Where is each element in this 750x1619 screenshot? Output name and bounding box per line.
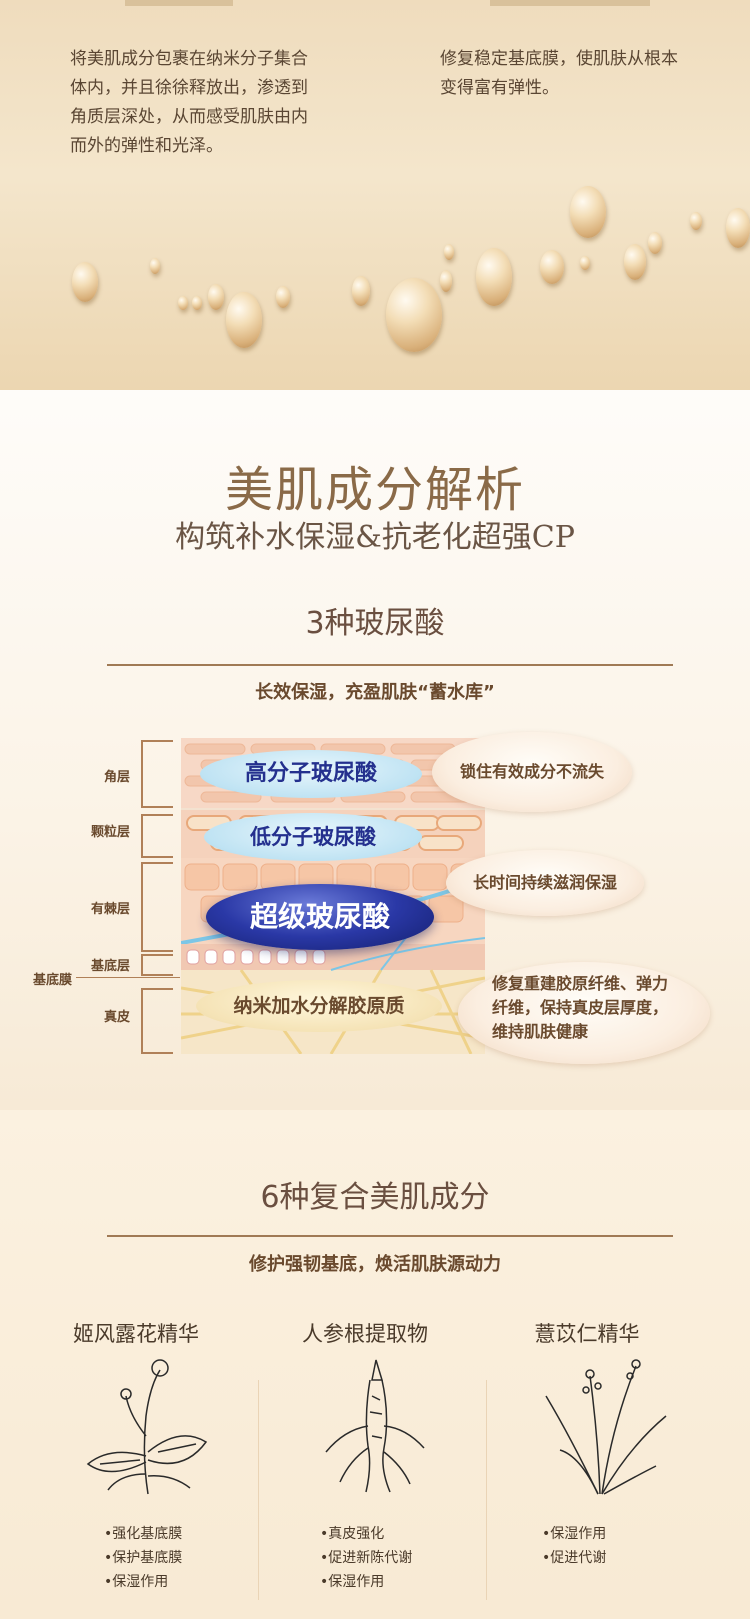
ha-tagline: 长效保湿，充盈肌肤“蓄水库” <box>255 682 495 703</box>
super-ha-pill: 超级玻尿酸 <box>206 884 434 950</box>
low-molecular-ha-pill: 低分子玻尿酸 <box>204 813 422 861</box>
water-drop-icon <box>690 212 702 230</box>
high-molecular-ha-pill: 高分子玻尿酸 <box>200 750 422 798</box>
ha-heading: 3种玻尿酸 <box>305 606 445 641</box>
benefit-item: •保护基底膜 <box>104 1550 183 1566</box>
ingredient-name: 人参根提取物 <box>302 1322 428 1346</box>
water-drop-icon <box>580 256 590 270</box>
intro-right-text: 修复稳定基底膜，使肌肤从根本变得富有弹性。 <box>440 49 678 98</box>
layer-label-basal: 基底层 <box>90 959 130 974</box>
top-decor-right <box>490 0 650 6</box>
complex-tagline: 修护强韧基底，焕活肌肤源动力 <box>249 1254 501 1275</box>
water-drop-icon <box>208 284 224 310</box>
benefit-item: •促进代谢 <box>542 1550 607 1566</box>
complex-heading: 6种复合美肌成分 <box>260 1180 490 1215</box>
water-drop-icon <box>352 276 370 306</box>
water-drop-icon <box>624 244 646 280</box>
bubble-long-moisture: 长时间持续滋润保湿 <box>446 850 644 916</box>
water-drop-icon <box>476 248 512 306</box>
water-drop-icon <box>226 292 262 348</box>
bracket-spinous <box>141 862 173 952</box>
bracket-basal <box>141 954 173 976</box>
water-drop-icon <box>540 250 564 284</box>
layer-label-dermis: 真皮 <box>103 1010 130 1025</box>
water-drop-icon <box>192 296 202 310</box>
layer-label-stratum-corneum: 角层 <box>103 770 130 785</box>
water-drop-icon <box>440 270 452 292</box>
water-drop-icon <box>570 186 606 238</box>
water-drop-icon <box>276 286 290 308</box>
column-divider <box>258 1380 259 1600</box>
benefit-item: •真皮强化 <box>320 1526 385 1542</box>
ginseng-root-icon <box>325 1359 425 1493</box>
top-decor-left <box>125 0 233 6</box>
layer-label-basement-membrane: 基底膜 <box>32 973 72 988</box>
layer-label-granular: 颗粒层 <box>90 825 130 840</box>
water-drop-icon <box>178 296 188 310</box>
benefit-item: •保湿作用 <box>104 1574 169 1590</box>
geranium-flower-icon <box>86 1359 208 1495</box>
water-drop-icon <box>444 244 454 260</box>
water-drop-icon <box>72 262 98 302</box>
divider <box>107 664 673 666</box>
benefit-item: •促进新陈代谢 <box>320 1550 413 1566</box>
water-drop-icon <box>726 208 750 248</box>
ingredient-benefits: •保湿作用 •促进代谢 <box>542 1522 606 1570</box>
water-drop-icon <box>150 258 160 274</box>
coix-seed-plant-icon <box>545 1359 667 1495</box>
ingredient-benefits: •真皮强化 •促进新陈代谢 •保湿作用 <box>320 1522 412 1594</box>
layer-label-spinous: 有棘层 <box>90 902 130 917</box>
bubble-repair-dermis: 修复重建胶原纤维、弹力纤维，保持真皮层厚度，维持肌肤健康 <box>458 962 710 1064</box>
ingredient-benefits: •强化基底膜 •保护基底膜 •保湿作用 <box>104 1522 182 1594</box>
ingredient-name: 姬风露花精华 <box>73 1322 199 1346</box>
bubble-lock-ingredients: 锁住有效成分不流失 <box>432 732 632 812</box>
membrane-pointer-line <box>76 977 180 978</box>
divider <box>107 1235 673 1237</box>
benefit-item: •强化基底膜 <box>104 1526 183 1542</box>
water-drop-icon <box>648 232 662 254</box>
bracket-dermis <box>141 988 173 1054</box>
intro-section: 将美肌成分包裹在纳米分子集合体内，并且徐徐释放出，渗透到角质层深处，从而感受肌肤… <box>0 0 750 390</box>
page-title: 美肌成分解析 <box>224 462 525 518</box>
nano-collagen-pill: 纳米加水分解胶原质 <box>196 980 442 1032</box>
benefit-item: •保湿作用 <box>320 1574 385 1590</box>
bracket-granular <box>141 814 173 858</box>
water-drop-icon <box>386 278 442 352</box>
intro-left-text: 将美肌成分包裹在纳米分子集合体内，并且徐徐释放出，渗透到角质层深处，从而感受肌肤… <box>70 49 308 156</box>
benefit-item: •保湿作用 <box>542 1526 607 1542</box>
column-divider <box>486 1380 487 1600</box>
ingredient-name: 薏苡仁精华 <box>534 1322 640 1346</box>
page-subtitle: 构筑补水保湿&抗老化超强CP <box>175 520 575 555</box>
bracket-stratum-corneum <box>141 740 173 808</box>
